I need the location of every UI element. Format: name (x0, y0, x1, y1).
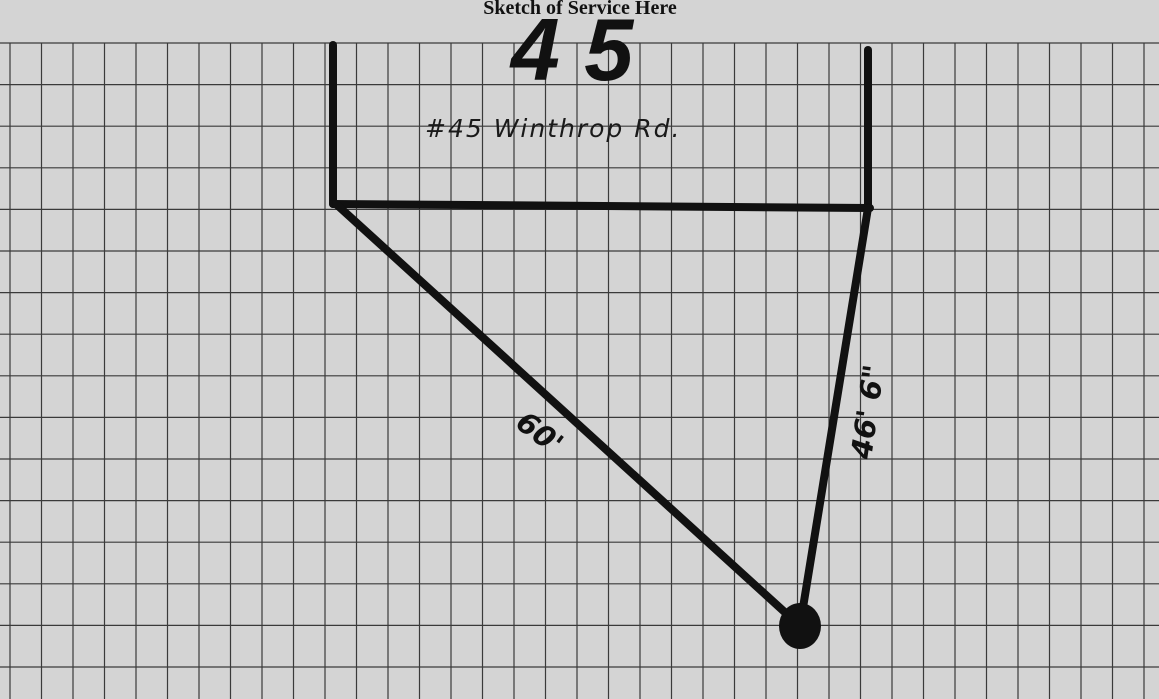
service-point-marker (779, 603, 821, 649)
sketch-header-title: Sketch of Service Here (483, 0, 677, 19)
service-lines (332, 200, 872, 630)
lot-outline (329, 41, 874, 212)
right-service-line (796, 204, 872, 630)
lot-number-label: 4 5 (509, 0, 634, 99)
front-lot-line (329, 200, 874, 212)
address-label: #45 Winthrop Rd. (425, 114, 681, 143)
diagonal-service-line (332, 200, 804, 630)
grid-paper (0, 42, 1159, 699)
